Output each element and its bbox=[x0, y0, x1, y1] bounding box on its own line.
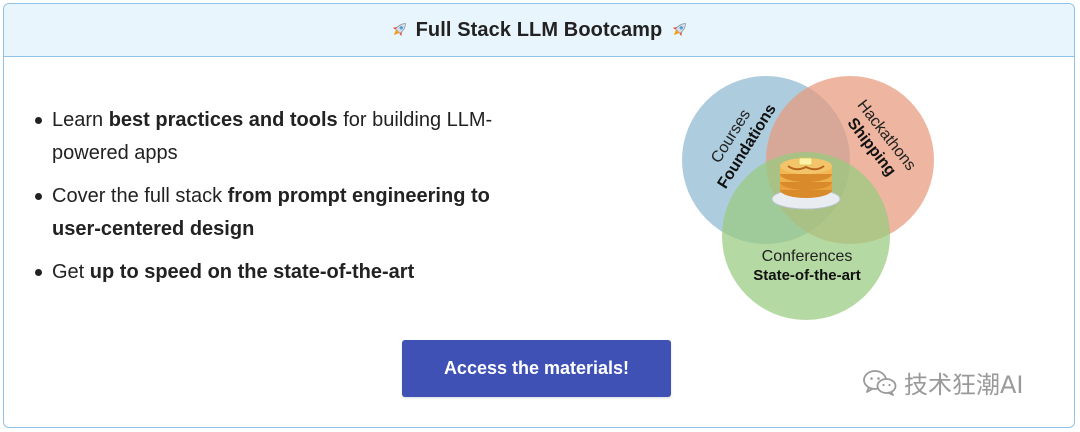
conferences-sublabel: State-of-the-art bbox=[753, 267, 861, 284]
feature-item: Cover the full stack from prompt enginee… bbox=[30, 180, 530, 246]
venn-diagram: Courses Foundations Hackathons Shipping … bbox=[682, 76, 934, 320]
conferences-circle bbox=[722, 152, 890, 320]
card-title: Full Stack LLM Bootcamp bbox=[415, 18, 663, 41]
card-header: Full Stack LLM Bootcamp bbox=[4, 4, 1074, 57]
rocket-icon bbox=[392, 23, 406, 37]
watermark-text: 技术狂潮AI bbox=[904, 371, 1024, 399]
watermark: 技术狂潮AI bbox=[862, 365, 1024, 400]
pancakes-icon bbox=[771, 157, 841, 210]
feature-list: Learn best practices and tools for build… bbox=[30, 104, 530, 299]
rocket-icon bbox=[673, 23, 687, 37]
feature-item: Learn best practices and tools for build… bbox=[30, 104, 530, 170]
wechat-icon bbox=[863, 369, 897, 396]
feature-item: Get up to speed on the state-of-the-art bbox=[30, 256, 530, 289]
conferences-label: Conferences bbox=[762, 248, 853, 265]
access-materials-button[interactable]: Access the materials! bbox=[402, 340, 671, 397]
